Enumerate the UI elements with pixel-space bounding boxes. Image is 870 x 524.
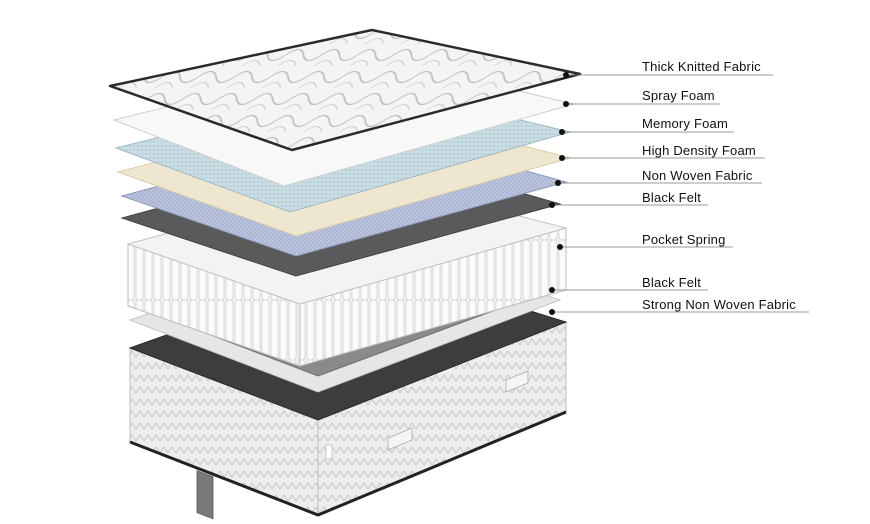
callout-strong-non-woven-fabric: Strong Non Woven Fabric	[549, 297, 809, 315]
callout-spray-foam: Spray Foam	[563, 88, 720, 107]
label-thick-knitted-fabric: Thick Knitted Fabric	[642, 59, 761, 74]
callout-dot	[555, 180, 561, 186]
callout-black-felt-lower: Black Felt	[549, 275, 708, 293]
layer-thick-knitted-fabric	[108, 28, 582, 152]
callout-dot	[549, 202, 555, 208]
label-spray-foam: Spray Foam	[642, 88, 715, 103]
callout-pocket-spring: Pocket Spring	[557, 232, 733, 250]
label-non-woven-fabric: Non Woven Fabric	[642, 168, 753, 183]
callout-black-felt-upper: Black Felt	[549, 190, 708, 208]
callout-high-density-foam: High Density Foam	[559, 143, 765, 161]
label-strong-non-woven-fabric: Strong Non Woven Fabric	[642, 297, 796, 312]
base-side-label	[325, 444, 333, 460]
label-high-density-foam: High Density Foam	[642, 143, 756, 158]
callout-dot	[563, 72, 569, 78]
base-bottom-edge	[129, 410, 567, 517]
callout-dot	[559, 129, 565, 135]
base-handle-right	[505, 370, 529, 393]
label-black-felt-upper: Black Felt	[642, 190, 701, 205]
callout-dot	[549, 287, 555, 293]
callout-memory-foam: Memory Foam	[559, 116, 734, 135]
label-black-felt-lower: Black Felt	[642, 275, 701, 290]
label-pocket-spring: Pocket Spring	[642, 232, 726, 247]
callout-dot	[549, 309, 555, 315]
base-handle-front	[387, 427, 413, 451]
callout-thick-knitted-fabric: Thick Knitted Fabric	[563, 59, 773, 78]
label-memory-foam: Memory Foam	[642, 116, 728, 131]
callouts: Thick Knitted Fabric Spray Foam Memory F…	[549, 59, 809, 315]
callout-non-woven-fabric: Non Woven Fabric	[555, 168, 762, 186]
base-label-tag	[196, 470, 214, 520]
callout-dot	[563, 101, 569, 107]
callout-dot	[559, 155, 565, 161]
callout-dot	[557, 244, 563, 250]
